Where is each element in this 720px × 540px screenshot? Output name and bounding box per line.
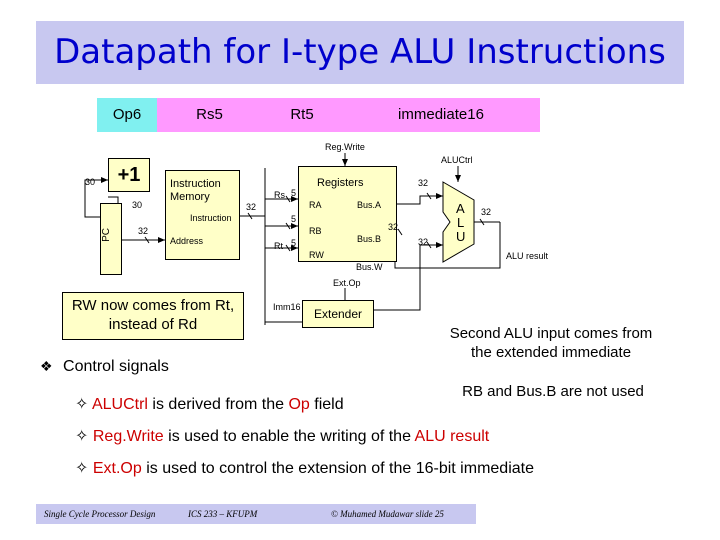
rs-input-label: Rs [274, 190, 285, 200]
second-input-note: Second ALU input comes from the extended… [446, 324, 656, 362]
rw-width: 5 [291, 238, 297, 248]
op-term: Op [288, 396, 310, 413]
alu-out-width: 32 [481, 207, 492, 217]
footer-course-title: Single Cycle Processor Design [44, 509, 156, 519]
aluctrl-term: ALUCtrl [91, 396, 148, 413]
alu-result-term: ALU result [414, 428, 490, 445]
imem-address-label: Address [170, 236, 204, 246]
register-file: Registers RA RB RW Bus.A Bus.B Bus.W [298, 166, 397, 272]
instruction-memory: Instruction Memory Instruction Address [165, 170, 240, 260]
increment-label: +1 [117, 164, 141, 186]
rb-width: 5 [291, 214, 297, 224]
imm-field: immediate16 [342, 98, 540, 132]
control-heading: ❖ Control signals [40, 358, 169, 376]
sparkle-bullet-icon: ✧ [75, 428, 89, 445]
footer-bar: Single Cycle Processor Design ICS 233 – … [36, 504, 476, 524]
regfile-title: Registers [317, 177, 364, 189]
diamond-bullet-icon: ❖ [40, 358, 53, 374]
rt-label: Rt5 [290, 106, 314, 123]
ext-width: 32 [418, 237, 429, 247]
title-bar: Datapath for I-type ALU Instructions [36, 21, 684, 84]
second-input-text: Second ALU input comes from the extended… [449, 325, 653, 361]
extop-term: Ext.Op [92, 460, 142, 477]
regwrite-term: Reg.Write [92, 428, 164, 445]
op-field: Op6 [97, 98, 157, 132]
pc-width-32: 32 [138, 226, 149, 236]
busw-port: Bus.W [356, 262, 383, 272]
rs-width: 5 [291, 188, 297, 198]
footer-course-code: ICS 233 – KFUPM [188, 509, 258, 519]
rt-input-label: Rt [274, 241, 283, 251]
rw-port: RW [309, 250, 324, 260]
imm-label: immediate16 [398, 106, 484, 123]
alu-letter-a: A [456, 201, 465, 216]
footer-copyright: © Muhamed Mudawar slide 25 [331, 509, 444, 519]
control-heading-text: Control signals [63, 358, 169, 375]
regwrite-signal: Reg.Write [325, 142, 365, 152]
alu-letter-u: U [456, 229, 466, 244]
busa-port: Bus.A [357, 200, 382, 210]
imem-instruction-label: Instruction [190, 213, 232, 223]
busa-width: 32 [418, 178, 429, 188]
extop-signal: Ext.Op [333, 278, 361, 288]
aluctrl-desc: is derived from the [147, 396, 289, 413]
slide-title: Datapath for I-type ALU Instructions [54, 32, 666, 72]
rw-note-text: RW now comes from Rt, instead of Rd [71, 297, 235, 333]
alu-result-label: ALU result [506, 251, 549, 261]
extender: Extender [302, 300, 374, 328]
control-item-aluctrl: ✧ ALUCtrl is derived from the Op field [75, 394, 344, 414]
rw-note: RW now comes from Rt, instead of Rd [62, 292, 244, 340]
rb-unused-note: RB and Bus.B are not used [448, 382, 658, 401]
control-item-regwrite: ✧ Reg.Write is used to enable the writin… [75, 426, 489, 446]
sparkle-bullet-icon: ✧ [75, 460, 89, 477]
imem-title: Instruction Memory [170, 178, 221, 203]
aluctrl-signal: ALUCtrl [441, 155, 473, 165]
regwrite-desc: is used to enable the writing of the [163, 428, 415, 445]
pc-label: PC [101, 228, 112, 242]
sparkle-bullet-icon: ✧ [75, 396, 89, 413]
rs-field: Rs5 [157, 98, 262, 132]
aluctrl-desc-end: field [309, 396, 344, 413]
imem-width: 32 [246, 202, 257, 212]
control-item-extop: ✧ Ext.Op is used to control the extensio… [75, 458, 534, 478]
alu-letter-l: L [457, 215, 465, 230]
busb-width: 32 [388, 222, 399, 232]
extop-desc: is used to control the extension of the … [141, 460, 534, 477]
rb-port: RB [309, 226, 322, 236]
pc-width-30b: 30 [132, 200, 143, 210]
rb-unused-text: RB and Bus.B are not used [462, 383, 644, 400]
extender-label: Extender [313, 307, 363, 321]
rt-field: Rt5 [262, 98, 342, 132]
ra-port: RA [309, 200, 322, 210]
rs-label: Rs5 [196, 106, 223, 123]
pc-width-30a: 30 [85, 177, 96, 187]
pc-increment: +1 [108, 158, 150, 192]
busb-port: Bus.B [357, 234, 382, 244]
op-label: Op6 [112, 106, 142, 123]
pc-register: PC [100, 203, 122, 275]
imm16-label: Imm16 [273, 302, 301, 312]
